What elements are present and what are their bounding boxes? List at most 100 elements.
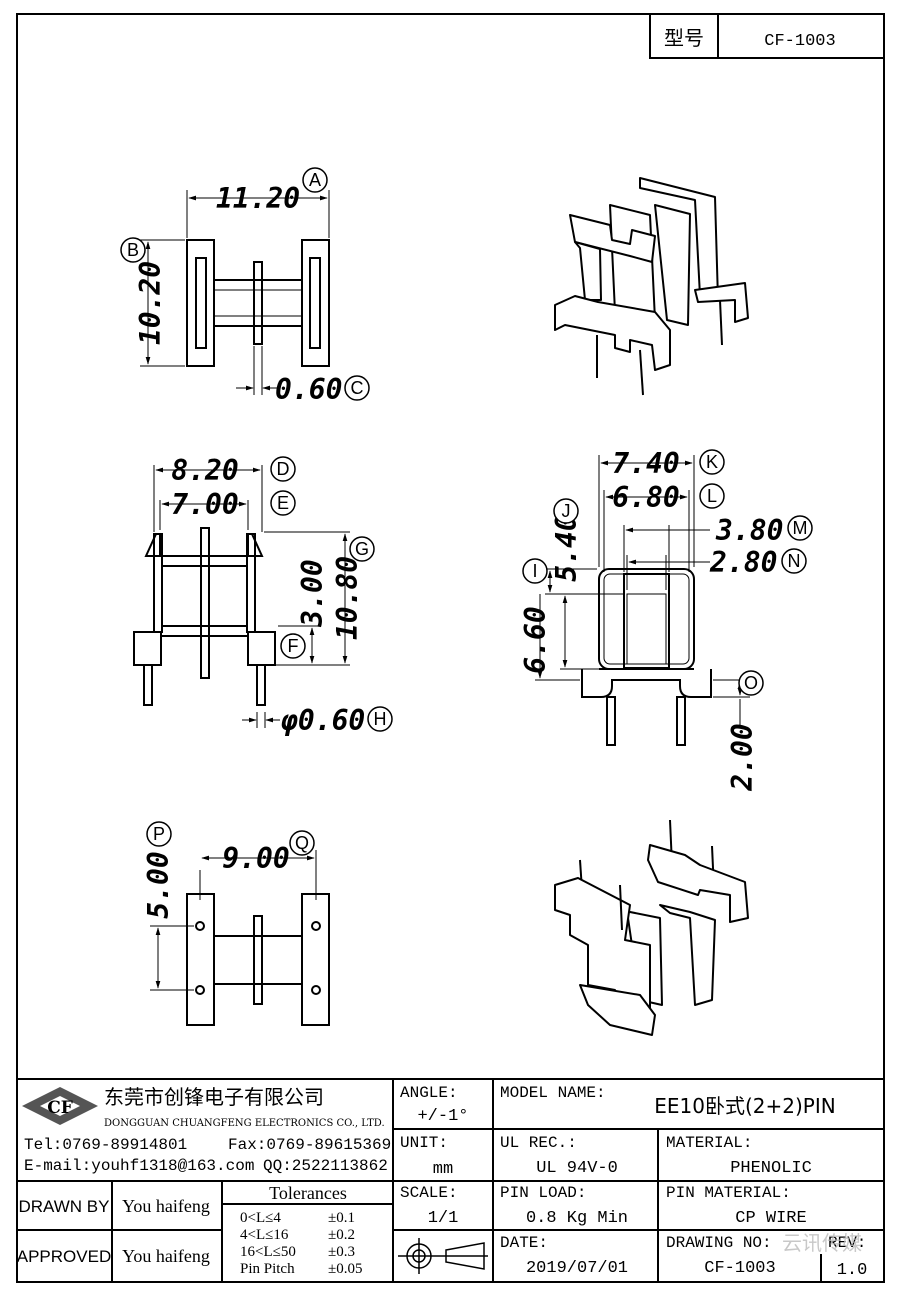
company-logo: CF [22, 1087, 98, 1125]
company-qq: QQ:2522113862 [263, 1157, 388, 1175]
ul-label: UL REC.: [500, 1134, 577, 1152]
side-view [535, 455, 750, 746]
dim-B: 10.20 [134, 261, 167, 345]
dim-F: 10.80 [331, 556, 364, 640]
svg-text:B: B [127, 240, 139, 260]
callout-N: N [781, 548, 807, 574]
dim-H: φ0.60 [280, 704, 365, 737]
scale-label: SCALE: [400, 1184, 458, 1202]
svg-text:C: C [351, 378, 364, 398]
svg-text:K: K [706, 452, 718, 472]
approved-label: APPROVED [17, 1247, 111, 1266]
pinmat-label: PIN MATERIAL: [666, 1184, 791, 1202]
drawn-label: DRAWN BY [19, 1197, 110, 1216]
callout-M: M [787, 515, 813, 541]
callout-D: D [270, 456, 296, 482]
drawno-value: CF-1003 [704, 1259, 775, 1278]
tol-range: 4<L≤16 [240, 1227, 289, 1243]
tol-value: ±0.3 [328, 1244, 355, 1260]
svg-text:F: F [288, 636, 299, 656]
model-name-label: MODEL NAME: [500, 1084, 606, 1102]
tolerances-table: 0<L≤4 ±0.1 4<L≤16 ±0.2 16<L≤50 ±0.3 Pin … [240, 1210, 362, 1277]
svg-text:O: O [744, 673, 758, 693]
dim-E: 7.00 [171, 488, 238, 521]
company-name-cn: 东莞市创锋电子有限公司 [104, 1085, 324, 1109]
drawno-label: DRAWING NO: [666, 1234, 772, 1252]
dim-L: 6.80 [612, 481, 679, 514]
pinmat-value: CP WIRE [735, 1209, 806, 1228]
callout-G: G [349, 536, 375, 562]
tol-value: ±0.1 [328, 1210, 355, 1226]
unit-label: UNIT: [400, 1134, 448, 1152]
bottom-view [150, 850, 330, 1026]
date-value: 2019/07/01 [526, 1259, 628, 1278]
callout-K: K [699, 449, 725, 475]
tol-range: Pin Pitch [240, 1261, 295, 1277]
dim-P: 5.00 [142, 851, 175, 918]
svg-text:L: L [707, 486, 717, 506]
approved-value: You haifeng [122, 1246, 210, 1266]
callout-L: L [699, 483, 725, 509]
rev-value: 1.0 [837, 1261, 868, 1280]
svg-text:M: M [793, 518, 808, 538]
front-view [133, 465, 350, 728]
svg-text:Q: Q [295, 833, 309, 853]
dim-C: 0.60 [275, 373, 342, 406]
angle-label: ANGLE: [400, 1084, 458, 1102]
dim-Q: 9.00 [222, 842, 289, 875]
projection-symbol-icon [398, 1238, 488, 1274]
company-fax: Fax:0769-89615369 [228, 1136, 391, 1154]
svg-text:H: H [374, 709, 387, 729]
watermark: 云讯传媒 [782, 1231, 862, 1255]
rev-label: REV: [828, 1234, 866, 1252]
callout-I: I [522, 558, 548, 584]
svg-text:E: E [277, 493, 289, 513]
drawn-value: You haifeng [122, 1196, 210, 1216]
top-view [140, 190, 330, 395]
callout-A: A [302, 167, 328, 193]
company-name-en: DONGGUAN CHUANGFENG ELECTRONICS CO., LTD… [104, 1118, 385, 1129]
scale-value: 1/1 [428, 1209, 459, 1228]
svg-text:D: D [277, 459, 290, 479]
title-block-fields: ANGLE: +/-1° MODEL NAME: EE10卧式(2+2)PIN … [400, 1084, 867, 1280]
angle-value: +/-1° [417, 1107, 468, 1126]
dim-A: 11.20 [216, 182, 300, 215]
model-value: CF-1003 [764, 32, 835, 51]
tol-range: 16<L≤50 [240, 1244, 296, 1260]
company-email: E-mail:youhf1318@163.com [24, 1157, 254, 1175]
dim-J: 5.40 [550, 514, 583, 581]
tol-value: ±0.2 [328, 1227, 355, 1243]
dim-K: 7.40 [612, 447, 679, 480]
sheet-border [16, 13, 885, 1283]
dim-N: 2.80 [709, 546, 777, 579]
callout-E: E [270, 490, 296, 516]
isometric-view-bottom [554, 819, 749, 1036]
svg-text:J: J [562, 501, 571, 521]
callout-P: P [146, 821, 172, 847]
ul-value: UL 94V-0 [536, 1159, 618, 1178]
tol-value: ±0.05 [328, 1261, 362, 1277]
callout-O: O [738, 670, 764, 696]
material-value: PHENOLIC [730, 1159, 812, 1178]
svg-text:G: G [355, 539, 369, 559]
svg-text:P: P [153, 824, 165, 844]
pinload-value: 0.8 Kg Min [526, 1209, 628, 1228]
svg-text:I: I [532, 561, 537, 581]
tol-range: 0<L≤4 [240, 1210, 281, 1226]
pinload-label: PIN LOAD: [500, 1184, 586, 1202]
callout-C: C [344, 375, 370, 401]
company-tel: Tel:0769-89914801 [24, 1136, 187, 1154]
callout-H: H [367, 706, 393, 732]
callout-F: F [280, 633, 306, 659]
isometric-view-top [554, 177, 749, 396]
dim-D: 8.20 [171, 454, 238, 487]
callout-J: J [553, 498, 579, 524]
material-label: MATERIAL: [666, 1134, 752, 1152]
dim-I: 6.60 [519, 606, 552, 673]
model-name-value: EE10卧式(2+2)PIN [654, 1094, 835, 1118]
tolerances-title: Tolerances [269, 1183, 347, 1203]
svg-text:CF: CF [47, 1098, 73, 1118]
callout-Q: Q [289, 830, 315, 856]
dim-O: 2.00 [726, 723, 759, 791]
